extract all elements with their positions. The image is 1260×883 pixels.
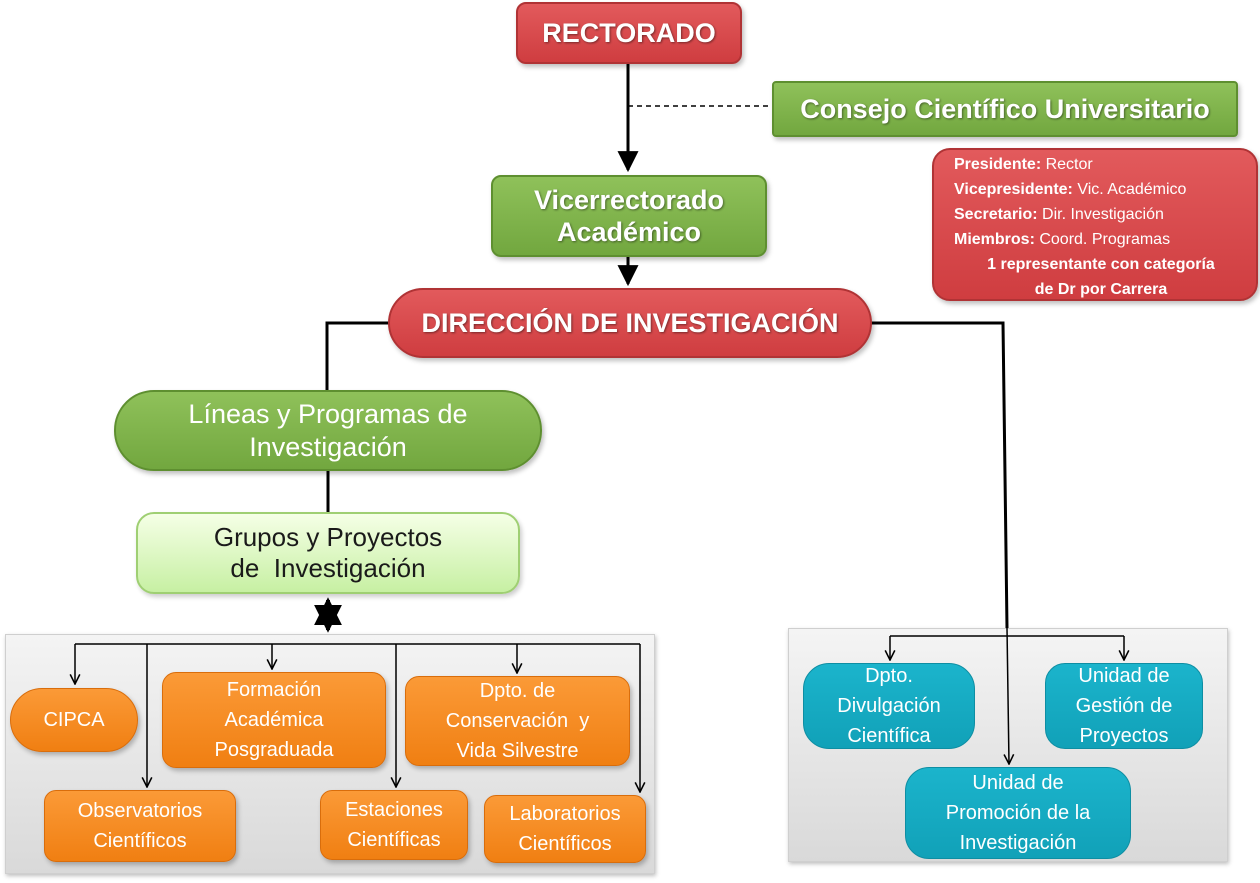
presidente-value: Rector xyxy=(1041,156,1093,173)
grupos-line-2: de Investigación xyxy=(230,553,426,583)
gestion-line-3: Proyectos xyxy=(1079,725,1169,747)
divulgacion-box: Dpto. Divulgación Científica xyxy=(803,663,975,749)
laboratorios-line-1: Laboratorios xyxy=(509,803,621,825)
secretario-value: Dir. Investigación xyxy=(1037,206,1164,223)
estaciones-line-1: Estaciones xyxy=(345,799,443,821)
vicepresidente-row: Vicepresidente: Vic. Académico xyxy=(954,177,1248,202)
secretario-row: Secretario: Dir. Investigación xyxy=(954,202,1248,227)
cipca-box: CIPCA xyxy=(10,688,138,752)
grupos-line-1: Grupos y Proyectos xyxy=(213,521,443,552)
vicerrectorado-line-1: Vicerrectorado xyxy=(533,184,725,215)
cipca-label: CIPCA xyxy=(43,709,105,731)
representante-line-1: 1 representante con categoría xyxy=(987,256,1215,273)
observatorios-line-2: Científicos xyxy=(93,830,187,852)
promocion-line-2: Promoción de la xyxy=(945,802,1091,824)
miembros-value: Coord. Programas xyxy=(1034,231,1171,248)
presidente-row: Presidente: Rector xyxy=(954,152,1248,177)
formacion-line-2: Académica xyxy=(224,709,324,731)
consejo-label: Consejo Científico Universitario xyxy=(800,93,1210,124)
gestion-line-1: Unidad de xyxy=(1078,665,1170,687)
lineas-line-2: Investigación xyxy=(249,431,407,462)
miembros-label: Miembros: xyxy=(954,231,1035,248)
formacion-line-1: Formación xyxy=(226,679,322,701)
grupos-box: Grupos y Proyectos de Investigación xyxy=(136,512,520,594)
secretario-label: Secretario: xyxy=(954,206,1038,223)
conservacion-line-3: Vida Silvestre xyxy=(456,740,579,762)
rectorado-label: RECTORADO xyxy=(542,17,716,48)
laboratorios-line-2: Científicos xyxy=(518,833,612,855)
gestion-line-2: Gestión de xyxy=(1075,695,1173,717)
lineas-line-1: Líneas y Programas de xyxy=(188,399,468,430)
consejo-box: Consejo Científico Universitario xyxy=(772,81,1238,137)
consejo-members-box: Presidente: Rector Vicepresidente: Vic. … xyxy=(932,148,1258,301)
divulgacion-line-3: Científica xyxy=(847,725,931,747)
representante-line-2: de Dr por Carrera xyxy=(1034,281,1168,298)
direccion-label: DIRECCIÓN DE INVESTIGACIÓN xyxy=(421,307,839,338)
vicepresidente-label: Vicepresidente: xyxy=(954,181,1073,198)
laboratorios-box: Laboratorios Científicos xyxy=(484,795,646,863)
direccion-to-lineas-line xyxy=(325,321,390,390)
vicerrectorado-box: Vicerrectorado Académico xyxy=(491,175,767,257)
divulgacion-line-1: Dpto. xyxy=(865,665,913,687)
estaciones-line-2: Científicas xyxy=(347,829,441,851)
divulgacion-line-2: Divulgación xyxy=(837,695,941,717)
miembros-row: Miembros: Coord. Programas xyxy=(954,227,1248,252)
observatorios-line-1: Observatorios xyxy=(77,800,203,822)
arrow-to-promocion xyxy=(1007,627,1009,764)
promocion-line-1: Unidad de xyxy=(972,772,1064,794)
direccion-to-right-panel-line xyxy=(870,321,1009,629)
estaciones-box: Estaciones Científicas xyxy=(320,790,468,860)
observatorios-box: Observatorios Científicos xyxy=(44,790,236,862)
rectorado-box: RECTORADO xyxy=(516,2,742,64)
formacion-box: Formación Académica Posgraduada xyxy=(162,672,386,768)
direccion-box: DIRECCIÓN DE INVESTIGACIÓN xyxy=(388,288,872,358)
presidente-label: Presidente: xyxy=(954,156,1042,173)
formacion-line-3: Posgraduada xyxy=(214,739,334,761)
conservacion-line-2: Conservación y xyxy=(445,710,590,732)
conservacion-box: Dpto. de Conservación y Vida Silvestre xyxy=(405,676,630,766)
lineas-box: Líneas y Programas de Investigación xyxy=(114,390,542,471)
promocion-box: Unidad de Promoción de la Investigación xyxy=(905,767,1131,859)
gestion-box: Unidad de Gestión de Proyectos xyxy=(1045,663,1203,749)
vicerrectorado-line-2: Académico xyxy=(556,217,702,247)
promocion-line-3: Investigación xyxy=(959,832,1077,854)
conservacion-line-1: Dpto. de xyxy=(479,680,556,702)
vicepresidente-value: Vic. Académico xyxy=(1072,181,1187,198)
